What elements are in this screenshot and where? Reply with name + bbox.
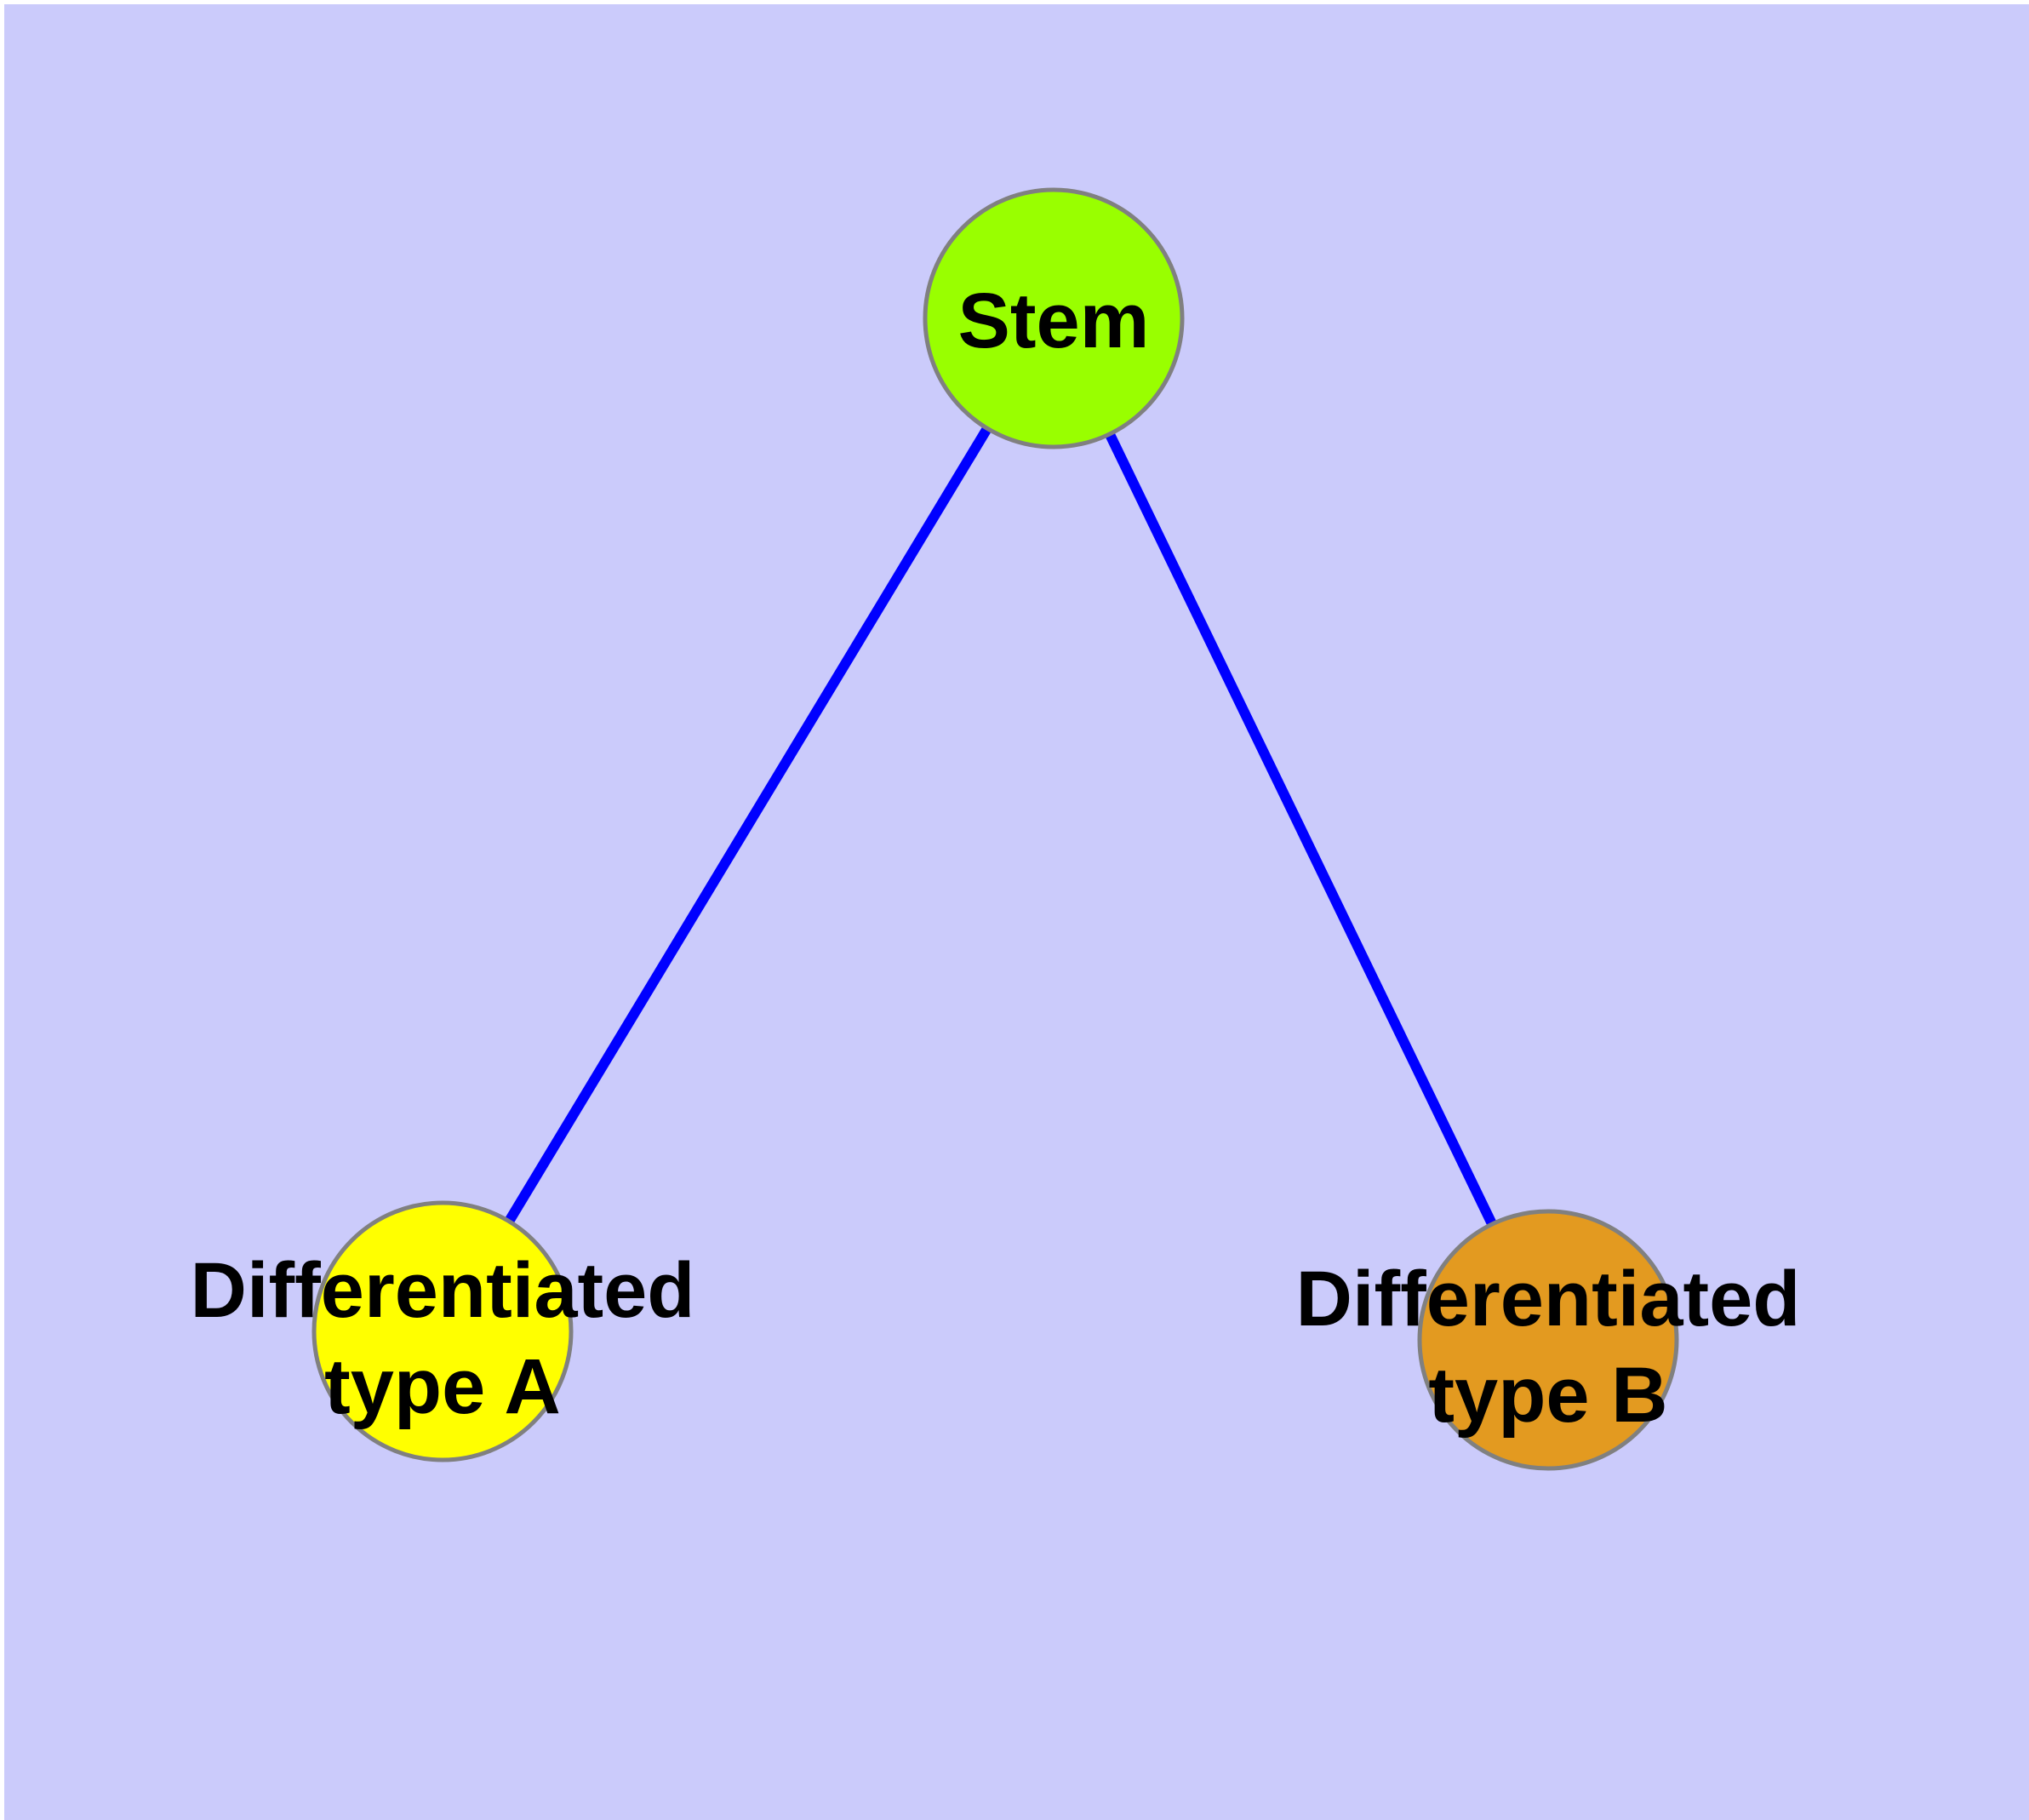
stem-node-circle xyxy=(923,187,1185,449)
edge-stem-to-type-a xyxy=(437,315,1059,1335)
node-differentiated-type-b: Differentiated type B xyxy=(1296,1209,1801,1471)
type-b-node-circle xyxy=(1417,1209,1679,1471)
node-differentiated-type-a: Differentiated type A xyxy=(191,1200,695,1462)
type-b-node-label-line2: type B xyxy=(1428,1352,1667,1439)
type-a-node-circle xyxy=(311,1200,574,1462)
type-b-node-label-line1: Differentiated xyxy=(1296,1256,1801,1342)
stem-node-label: Stem xyxy=(958,278,1150,364)
edges xyxy=(437,315,1553,1342)
edge-stem-to-type-b xyxy=(1049,316,1553,1342)
type-a-node-label-line2: type A xyxy=(324,1343,561,1430)
node-stem: Stem xyxy=(923,187,1185,449)
type-a-node-label-line1: Differentiated xyxy=(191,1247,695,1334)
